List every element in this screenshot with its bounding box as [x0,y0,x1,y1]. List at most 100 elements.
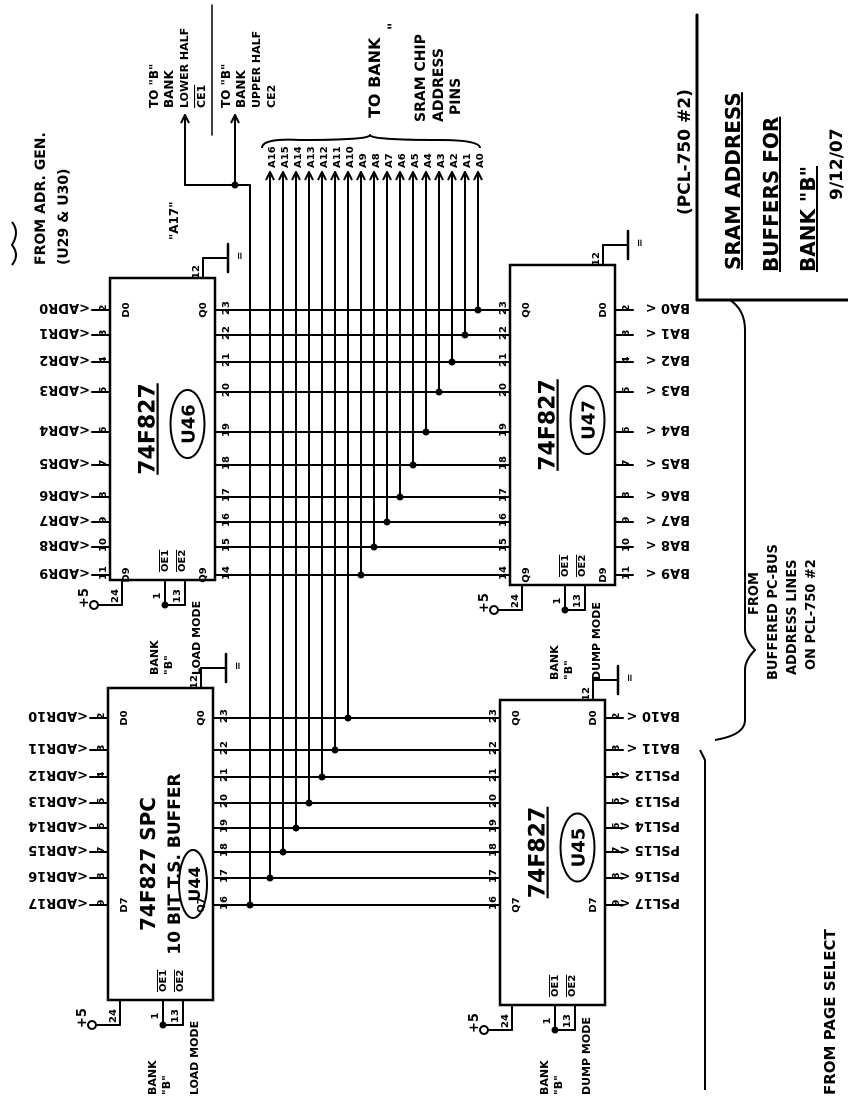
input-signal-label: <ADR17 [28,895,88,910]
arrow-up-icon [230,114,240,124]
pin-number: 4 [96,771,107,778]
pin-number: 7 [621,459,632,466]
input-signal-label: <ADR7 [39,512,90,527]
chip-ref: U47 [579,400,600,440]
control-label: "B" [552,1075,565,1095]
pin-number: 22 [219,741,230,755]
pin-function-label: D9 [598,567,609,582]
ground-mark: = [233,662,244,670]
input-signal-label: BA0 < [646,300,690,315]
input-signal-label: <ADR8 [39,537,90,552]
vcc-terminal-icon [89,600,99,610]
pin-number: 4 [98,356,109,363]
junction-dot [551,1026,559,1034]
oe1-label: OE1 [158,970,169,992]
pin-number: 14 [221,566,232,580]
note-text: UPPER HALF [250,31,263,108]
input-signal-label: PSL13 < [619,793,680,808]
pin-number: 15 [498,538,509,552]
pin-number: 9 [96,899,107,906]
chip-ref: U44 [185,866,204,901]
pin-function-label: Q0 [511,710,522,726]
arrow-up-icon [421,171,431,181]
vcc-label: +5 [467,1013,482,1033]
pin-number: 16 [498,513,509,527]
chip-part-number: 74F827 [136,383,161,475]
address-line-label: A2 [449,153,460,168]
pin-number: 3 [621,329,632,336]
pin-number: 14 [498,566,509,580]
input-signal-label: PSL14 < [619,818,680,833]
input-signal-label: <ADR1 [39,325,90,340]
arrow-up-icon [291,171,301,181]
note-text: TO "B" [147,64,161,108]
junction-dot [231,181,239,189]
pin-number: 12 [189,675,200,689]
pin-number: 21 [498,353,509,367]
note-text: (U29 & U30) [56,169,72,265]
input-signal-label: <ADR15 [28,842,88,857]
junction-dot [561,606,569,614]
oe1-label: OE1 [550,975,561,997]
pin-number: 18 [221,456,232,470]
pin-number: 10 [98,538,109,552]
input-signal-label: BA9 < [646,565,690,580]
pin-function-label: Q0 [196,710,207,726]
pin-number: 15 [221,538,232,552]
date-label: 9/12/07 [827,128,847,200]
oe2-label: OE2 [177,550,188,572]
input-signal-label: BA7 < [646,512,690,527]
pin-function-label: D7 [119,897,130,912]
arrow-up-icon [180,114,190,124]
pin-number: 3 [96,744,107,751]
pin-function-label: Q7 [196,897,207,913]
pin-number: 16 [219,896,230,910]
pin-number: 9 [621,516,632,523]
vcc-terminal-icon [479,1025,489,1035]
chip-u46-body [108,276,217,582]
pin-number: 17 [498,488,509,502]
pin-number: 22 [498,326,509,340]
chip-part-number: 74F827 [526,807,551,899]
pin-number: 6 [98,426,109,433]
chip-u47-body [508,263,617,587]
oe2-label: OE2 [567,975,578,997]
pin-number: 20 [221,383,232,397]
pin-number: 11 [621,566,632,580]
pin-number: 24 [108,1009,119,1023]
input-signal-label: <ADR0 [39,300,90,315]
pin-number: 7 [96,846,107,853]
address-line-label: A10 [345,146,356,168]
pin-number: 16 [488,896,499,910]
pin-number: 3 [611,744,622,751]
arrow-up-icon [473,171,483,181]
chip-ref: U45 [569,828,590,868]
title-line: SRAM ADDRESS [721,92,745,270]
control-label: BANK [548,645,561,680]
pin-number: 17 [219,869,230,883]
arrow-up-icon [330,171,340,181]
pin-number: 1 [542,1017,553,1024]
pin-number: 3 [98,329,109,336]
arrow-up-icon [317,171,327,181]
address-line-label: A13 [306,146,317,168]
address-line-label: A12 [319,146,330,168]
pin-number: 19 [498,423,509,437]
junction-dot [161,601,169,609]
pin-number: 11 [98,566,109,580]
arrow-up-icon [447,171,457,181]
arrow-up-icon [356,171,366,181]
brace-icon [714,299,756,741]
brace-icon [11,221,17,266]
pin-number: 24 [500,1014,511,1028]
arrow-up-icon [382,171,392,181]
pin-number: 12 [591,252,602,266]
address-line-label: A9 [358,153,369,168]
oe1-label: OE1 [160,550,171,572]
arrow-up-icon [395,171,405,181]
pin-function-label: Q0 [198,302,209,318]
junction-dot [159,1021,167,1029]
pin-number: 18 [498,456,509,470]
address-line-label: A3 [436,153,447,168]
